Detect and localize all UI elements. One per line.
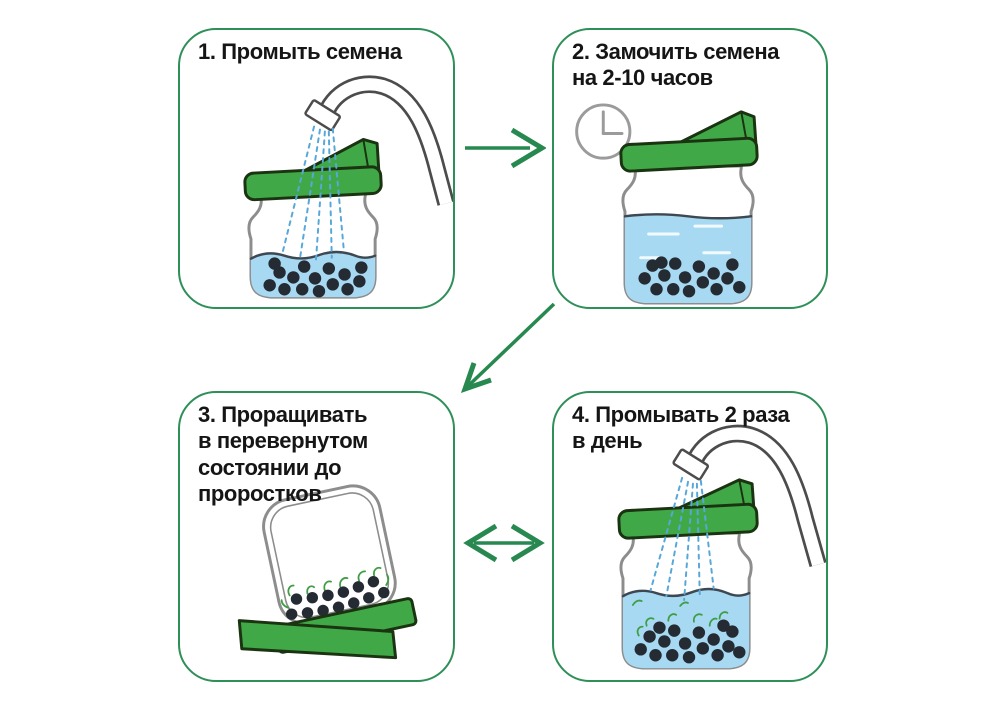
step-2-panel: 2. Замочить семена на 2-10 часов xyxy=(552,28,828,309)
step-3-title: 3. Проращивать в перевернутом состоянии … xyxy=(198,402,368,507)
faucet-rinse-illustration xyxy=(243,75,453,299)
arrow-down-left-icon xyxy=(460,302,556,394)
water xyxy=(623,213,753,304)
sprouts xyxy=(280,566,390,609)
water-spray-icon xyxy=(281,125,345,261)
sprouting-lid-icon xyxy=(243,137,383,202)
step-3-panel: 3. Проращивать в перевернутом состоянии … xyxy=(178,391,455,682)
soaking-jar-illustration xyxy=(575,103,759,305)
rinse-sprouts-illustration xyxy=(617,424,826,670)
faucet-icon xyxy=(304,75,453,206)
step-1-panel: 1. Промыть семена xyxy=(178,28,455,309)
seeds xyxy=(285,575,390,620)
seeds xyxy=(638,256,746,298)
water xyxy=(621,587,751,669)
lid-skirt xyxy=(237,619,398,660)
step-1-title: 1. Промыть семена xyxy=(198,39,402,64)
inverted-jar-illustration xyxy=(237,484,418,660)
seeds xyxy=(263,257,368,298)
clock-icon xyxy=(575,103,632,160)
step-4-title: 4. Промывать 2 раза в день xyxy=(572,402,790,454)
faucet-icon xyxy=(672,424,826,567)
water-spray-icon xyxy=(649,476,715,602)
step-2-title: 2. Замочить семена на 2-10 часов xyxy=(572,39,780,91)
sprouting-lid-icon xyxy=(617,478,759,540)
arrow-right-icon xyxy=(465,127,546,169)
arrow-double-icon xyxy=(463,523,545,563)
sprouts xyxy=(631,599,729,637)
seeds xyxy=(634,619,746,664)
sprouting-lid-icon xyxy=(619,110,759,173)
step-4-panel: 4. Промывать 2 раза в день xyxy=(552,391,828,682)
